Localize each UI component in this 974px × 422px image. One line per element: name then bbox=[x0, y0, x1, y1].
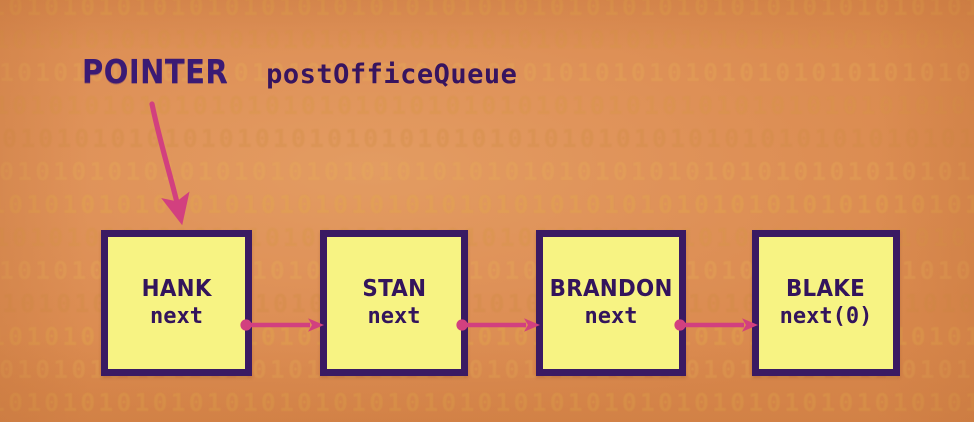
node-next-field: next bbox=[150, 303, 203, 329]
pointer-label-group: POINTER postOfficeQueue bbox=[82, 52, 517, 91]
node-next-field: next(0) bbox=[779, 303, 873, 329]
node-name-label: STAN bbox=[362, 276, 426, 303]
link-hank-to-stan bbox=[240, 318, 324, 332]
pointer-keyword: POINTER bbox=[82, 52, 229, 91]
pointer-variable-name: postOfficeQueue bbox=[266, 59, 518, 90]
link-stan-to-brandon bbox=[456, 318, 540, 332]
node-name-label: HANK bbox=[141, 276, 212, 303]
link-brandon-to-blake bbox=[674, 318, 758, 332]
node-next-field: next bbox=[584, 303, 638, 329]
pointer-to-head-arrow bbox=[149, 101, 190, 226]
node-name-label: BLAKE bbox=[786, 276, 866, 303]
node-next-field: next bbox=[367, 303, 421, 329]
node-name-label: BRANDON bbox=[549, 276, 673, 303]
